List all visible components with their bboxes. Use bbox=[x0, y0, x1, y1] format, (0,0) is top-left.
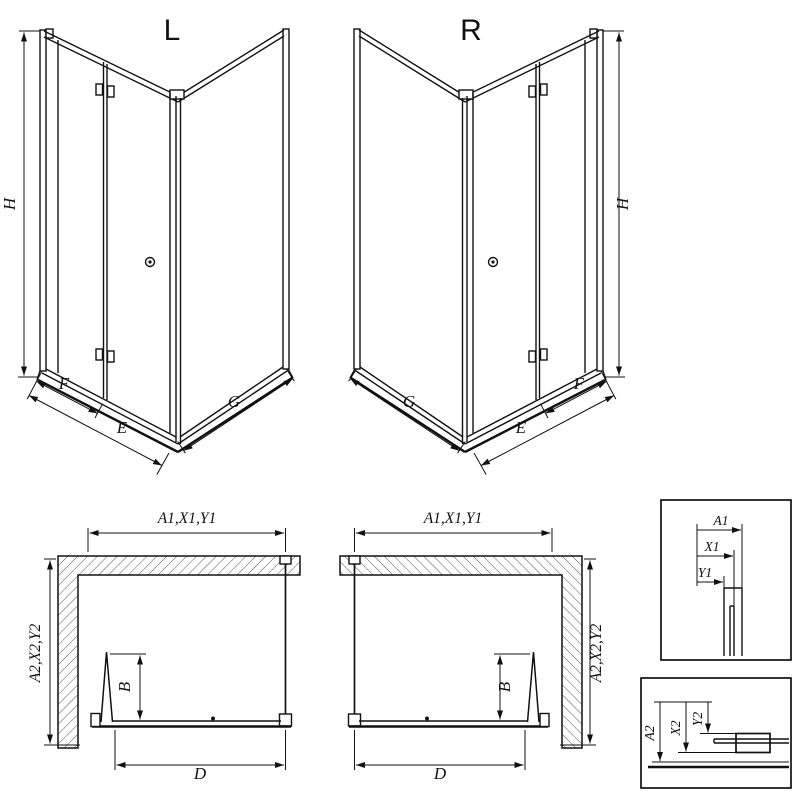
hinge-top-left bbox=[95, 83, 104, 96]
detail-dim-label-a2: A2 bbox=[642, 725, 657, 741]
glass-and-clamp-section bbox=[648, 732, 789, 769]
side-glass-panel bbox=[278, 555, 293, 727]
detail-box-border bbox=[640, 677, 792, 789]
detail-dim-label-x1: X1 bbox=[704, 539, 720, 554]
dim-label-g-right: G bbox=[403, 392, 415, 411]
clamp-profile bbox=[735, 732, 771, 754]
door-wall-profile bbox=[90, 712, 101, 728]
variant-label-left: L bbox=[164, 14, 181, 47]
door-knob-center bbox=[148, 260, 152, 264]
corner-post bbox=[175, 96, 182, 444]
detail-dim-label-x2: X2 bbox=[668, 720, 683, 736]
glass-panels bbox=[45, 40, 284, 438]
shower-tray bbox=[36, 368, 294, 454]
dim-label-b-right: B bbox=[495, 681, 514, 692]
dim-label-e-left: E bbox=[116, 418, 128, 437]
dimension-a2 bbox=[44, 558, 80, 746]
plan-view-right bbox=[340, 528, 596, 770]
dim-label-d-right: D bbox=[433, 764, 447, 783]
dim-label-a2-left: A2,X2,Y2 bbox=[27, 623, 44, 683]
hinge-top-right bbox=[106, 85, 115, 98]
dim-label-a1-left: A1,X1,Y1 bbox=[157, 510, 217, 527]
dimension-a1 bbox=[87, 528, 286, 552]
front-panel-and-door bbox=[90, 651, 291, 728]
dim-label-e-right: E bbox=[515, 418, 527, 437]
open-bifold-door bbox=[100, 651, 114, 723]
detail-box-border bbox=[660, 499, 792, 661]
dimension-b bbox=[110, 653, 146, 720]
hinge-bottom-left bbox=[95, 348, 104, 361]
wall-profile-section bbox=[723, 587, 743, 656]
dimension-g bbox=[177, 369, 295, 454]
dim-label-h-left: H bbox=[0, 196, 19, 211]
dim-label-d-left: D bbox=[193, 764, 207, 783]
door-knob bbox=[144, 256, 156, 268]
dim-label-g-left: G bbox=[228, 392, 240, 411]
variant-label-right: R bbox=[460, 14, 482, 47]
perspective-view-right bbox=[349, 29, 625, 475]
detail-view-top-profile bbox=[660, 499, 792, 661]
dim-label-h-right: H bbox=[613, 196, 632, 211]
hinge-bottom-right bbox=[106, 350, 115, 363]
bifold-door bbox=[95, 62, 156, 400]
door-knob-plan bbox=[211, 716, 215, 721]
detail-dim-label-y2: Y2 bbox=[690, 712, 705, 727]
top-support-frame bbox=[43, 29, 285, 103]
wall-profiles bbox=[39, 28, 290, 372]
dimension-f-e bbox=[26, 370, 170, 475]
dim-label-b-left: B bbox=[115, 681, 134, 692]
detail-dimensions bbox=[696, 524, 743, 606]
detail-dim-label-y1: Y1 bbox=[698, 565, 712, 580]
perspective-view-left bbox=[18, 28, 295, 475]
detail-dim-label-a1: A1 bbox=[713, 513, 729, 528]
detail-view-bottom-profile bbox=[640, 677, 792, 789]
dim-label-a2-right: A2,X2,Y2 bbox=[588, 623, 605, 683]
plan-view-left bbox=[44, 528, 301, 770]
dim-label-f-right: F bbox=[573, 374, 585, 393]
detail-dimensions bbox=[654, 701, 736, 761]
dim-label-a1-right: A1,X1,Y1 bbox=[423, 510, 483, 527]
dimension-d bbox=[114, 730, 286, 770]
dim-label-f-left: F bbox=[58, 374, 70, 393]
hatched-walls bbox=[57, 555, 301, 749]
dimension-h bbox=[18, 30, 40, 378]
